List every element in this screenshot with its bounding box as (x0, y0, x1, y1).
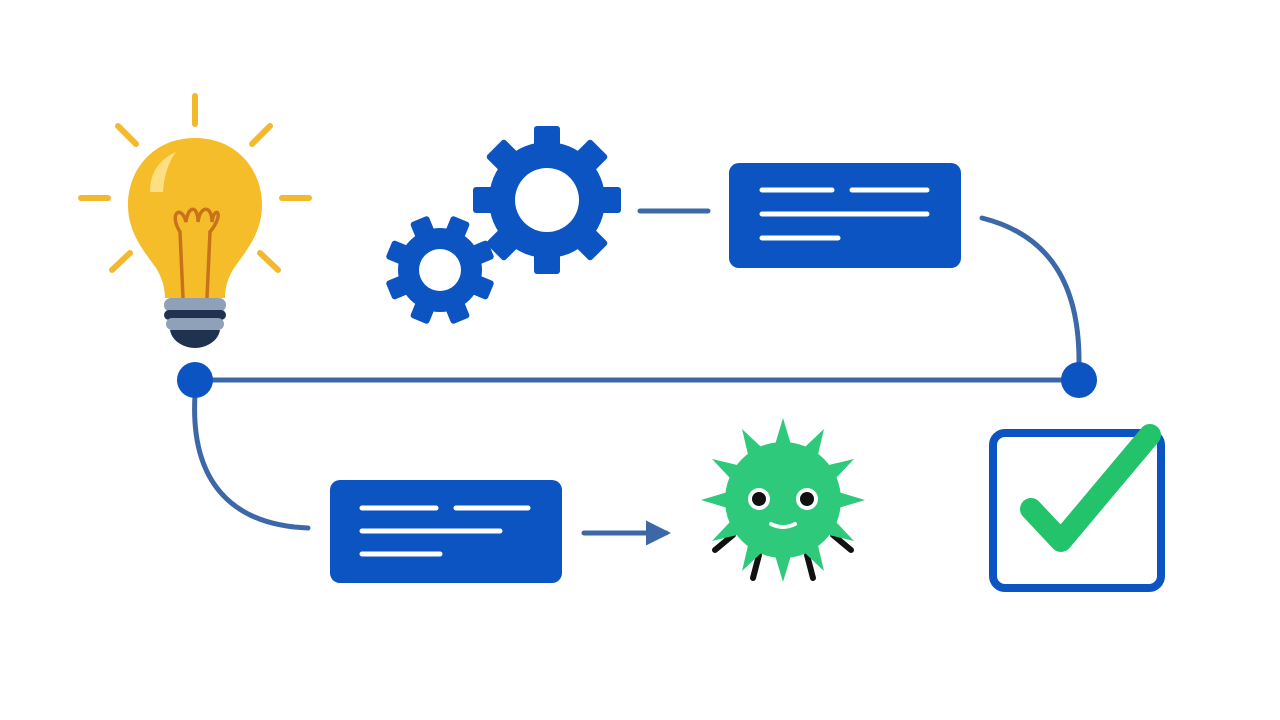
bulb-base-ring-3 (166, 318, 224, 330)
bulb-base-ring-2 (164, 310, 226, 320)
junction-to-card-bottom-connector (192, 392, 311, 531)
bug-face (748, 488, 818, 529)
junction-dot-left (177, 362, 213, 398)
connectors (177, 208, 1097, 546)
bulb-highlight (150, 152, 176, 192)
junction-dot-right (1061, 362, 1097, 398)
gears-icon (386, 126, 621, 324)
bug-body (701, 418, 865, 582)
text-card-bottom (330, 480, 562, 583)
lightbulb-icon (78, 93, 312, 348)
bug-icon (701, 418, 865, 582)
gear-small (386, 216, 494, 324)
bulb-base-ring-1 (164, 298, 226, 312)
gear-large (473, 126, 621, 274)
checkbox-checked-icon (989, 424, 1165, 592)
checkmark (1020, 424, 1161, 552)
light-rays (78, 93, 312, 273)
bug-legs (712, 532, 854, 581)
bulb-glass (128, 138, 262, 298)
card-top-to-junction-connector (979, 215, 1082, 368)
bulb-base-tip (170, 330, 220, 348)
text-card-top (729, 163, 961, 268)
filament (173, 207, 220, 300)
